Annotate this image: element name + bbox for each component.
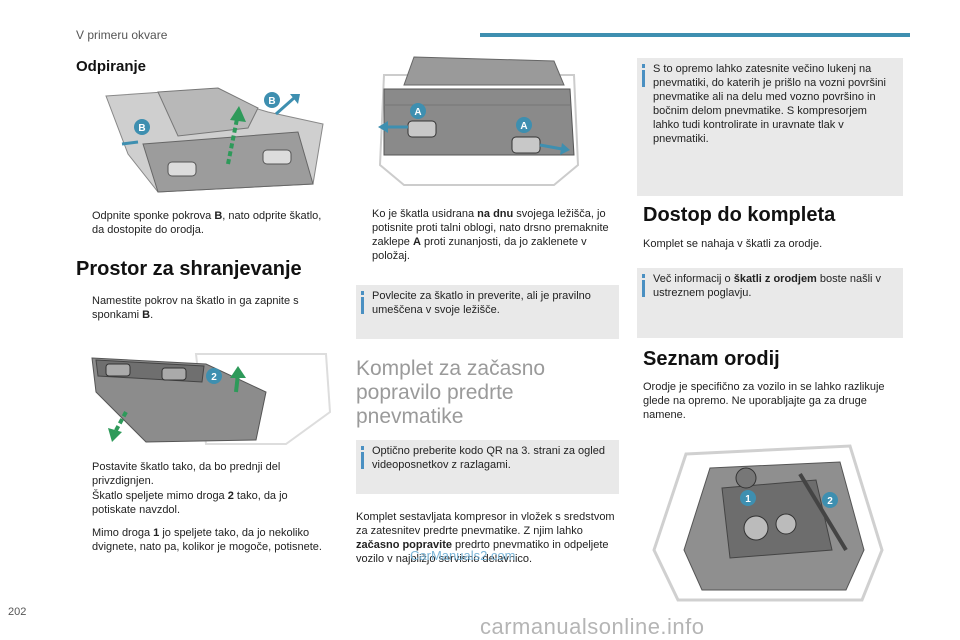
page-number: 202 (8, 606, 27, 618)
info-icon (361, 291, 364, 314)
bullet-unclip: Odpnite sponke pokrova B, nato odprite š… (92, 210, 322, 236)
bullet-position-box: Postavite škatlo tako, da bo prednji del… (92, 461, 281, 487)
illustration-storage: 2 (86, 352, 332, 446)
bullet-lock-box: Ko je škatla usidrana na dnu svojega lež… (372, 208, 609, 262)
label-b-1: B (138, 123, 145, 134)
heading-odpiranje: Odpiranje (76, 58, 147, 75)
bullet-install-cover: Namestite pokrov na škatlo in ga zapnite… (92, 295, 299, 321)
label-1: 1 (745, 494, 751, 505)
note-toolbox-info: Več informacij o škatli z orodjem boste … (637, 268, 903, 338)
paragraph-kit-contents: Komplet sestavljata kompresor in vložek … (356, 511, 615, 565)
label-2b: 2 (827, 496, 833, 507)
heading-prostor: Prostor za shranjevanje (76, 258, 302, 280)
footer-watermark: carmanualsonline.info (480, 614, 705, 639)
info-icon (361, 446, 364, 469)
illustration-toolbox: 1 2 (650, 440, 888, 604)
bullet-past-rod-2: Škatlo speljete mimo droga 2 tako, da jo… (92, 490, 288, 516)
paragraph-tool-list: Orodje je specifično za vozilo in se lah… (643, 381, 885, 421)
label-b-2: B (268, 96, 275, 107)
illustration-opening-cover: B B (98, 84, 330, 196)
heading-dostop: Dostop do kompleta (643, 204, 836, 226)
section-header: V primeru okvare (76, 28, 168, 42)
note-check-position: Povlecite za škatlo in preverite, ali je… (356, 285, 619, 339)
heading-komplet: Komplet za začasno popravilo predrte pne… (356, 357, 546, 428)
paragraph-kit-location: Komplet se nahaja v škatli za orodje. (643, 238, 823, 250)
heading-seznam: Seznam orodij (643, 348, 780, 370)
illustration-locks: A A (374, 55, 582, 193)
watermark: CarManuals2.com (410, 548, 516, 563)
label-a-1: A (414, 107, 421, 118)
info-icon (642, 64, 645, 87)
header-accent-bar (480, 33, 910, 37)
bullet-past-rod-1: Mimo droga 1 jo speljete tako, da jo nek… (92, 527, 322, 553)
label-2: 2 (211, 372, 217, 383)
label-a-2: A (520, 121, 527, 132)
note-qr-code: Optično preberite kodo QR na 3. strani z… (356, 440, 619, 494)
info-icon (642, 274, 645, 297)
note-sealing-capability: S to opremo lahko zatesnite večino luken… (637, 58, 903, 196)
